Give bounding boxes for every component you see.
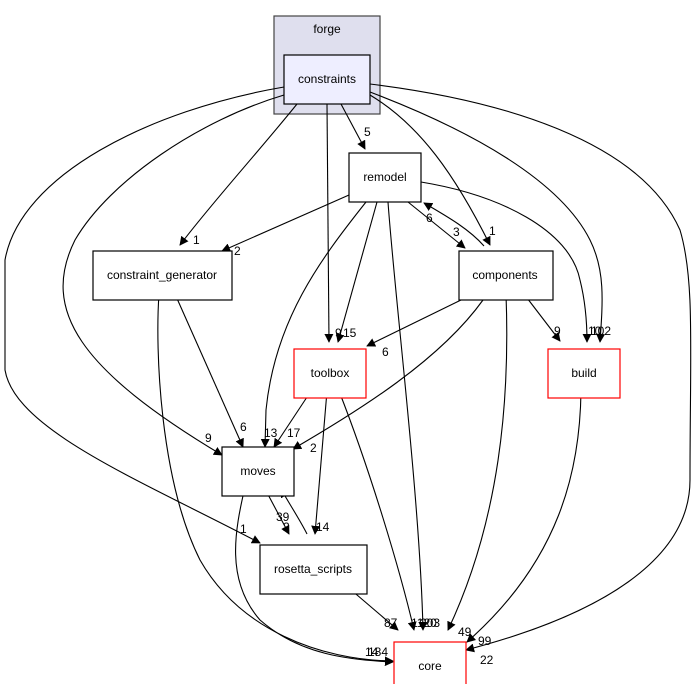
node-moves-box [221,446,295,497]
edge-constraints-rosetta_scripts [4,86,285,544]
edge-build-core [466,390,582,643]
edge-components-remodel [423,202,485,247]
edge-label-moves-rosetta_scripts[interactable]: 2 [283,520,290,534]
cluster-forge-label: forge [313,22,341,36]
edge-label-remodel-moves[interactable]: 13 [264,426,278,440]
node-constraints[interactable]: constraints [283,54,371,105]
node-constraints-box [283,54,371,105]
node-moves[interactable]: moves [221,446,295,497]
edge-label-toolbox-rosetta_scripts[interactable]: 14 [316,520,330,534]
node-components-label: components [472,268,537,282]
edge-constraints-components [369,94,491,246]
edge-label-remodel-core[interactable]: 203 [420,616,440,630]
edge-components-core [447,293,508,631]
edge-label-components-remodel[interactable]: 6 [426,211,433,225]
node-components-box [458,250,554,301]
edge-label-toolbox-core[interactable]: 1120 [411,616,437,630]
edge-label-constraints-toolbox[interactable]: 9 [335,326,342,340]
edge-label-moves-core[interactable]: 184 [368,645,388,659]
node-rosetta-scripts-label: rosetta_scripts [274,562,352,576]
edge-constraint_generator-core [157,293,394,666]
edges [4,83,692,667]
edge-remodel-build [420,181,592,343]
node-toolbox-label: toolbox [311,366,350,380]
edge-label-remodel-toolbox[interactable]: 15 [343,326,357,340]
edge-label-remodel-constraint_generator[interactable]: 2 [234,244,241,258]
edge-constraints-toolbox [324,103,334,343]
edge-label-toolbox-moves[interactable]: 17 [287,426,301,440]
edge-label-constraints-build[interactable]: 102 [591,324,611,338]
edge-label-constraints-core[interactable]: 22 [480,653,494,667]
edge-constraints-constraint_generator [179,103,298,246]
node-remodel-label: remodel [363,170,406,184]
edge-label-components-moves[interactable]: 2 [310,441,317,455]
node-build-label: build [571,366,596,380]
edge-constraints-moves [62,94,285,456]
edge-constraints-remodel [340,103,366,150]
edge-label-constraints-remodel[interactable]: 5 [364,125,371,139]
node-toolbox-box [293,348,367,399]
node-remodel-box [348,152,422,203]
node-moves-label: moves [240,464,275,478]
edge-label-constraints-constraint_generator[interactable]: 1 [193,233,200,247]
edge-label-build-core[interactable]: 99 [478,634,492,648]
edge-constraint_generator-moves [174,293,244,448]
edge-label-constraint_generator-core[interactable]: 14 [365,645,379,659]
edge-label-rosetta_scripts-core[interactable]: 87 [384,616,398,630]
edge-label-constraint_generator-moves[interactable]: 6 [240,420,247,434]
edge-labels: 5 1 1 9 102 9 1 22 2 3 15 10 13 203 6 6 … [193,125,611,667]
node-toolbox[interactable]: toolbox [293,348,367,399]
edge-remodel-toolbox [335,201,378,343]
edge-label-components-build[interactable]: 9 [554,324,561,338]
node-build[interactable]: build [547,348,621,399]
node-core[interactable]: core [393,641,467,684]
node-build-box [547,348,621,399]
edge-label-remodel-components[interactable]: 3 [453,225,460,239]
edge-label-remodel-build[interactable]: 10 [588,324,602,338]
edge-constraints-build [369,91,606,343]
edge-label-constraints-rosetta_scripts[interactable]: 1 [240,522,247,536]
node-rosetta-scripts-box [259,544,368,595]
node-rosetta-scripts[interactable]: rosetta_scripts [259,544,368,595]
edge-moves-core [235,486,394,667]
node-constraint-generator-label: constraint_generator [107,268,217,282]
node-core-box [393,641,467,684]
edge-components-moves [292,299,484,450]
edge-toolbox-core [338,390,417,631]
edge-remodel-moves [260,201,367,448]
node-core-label: core [418,659,442,673]
edge-label-rosetta_scripts-moves[interactable]: 39 [276,510,290,524]
edge-label-components-core[interactable]: 49 [458,625,472,639]
node-constraint-generator[interactable]: constraint_generator [92,250,233,301]
node-constraints-label: constraints [298,72,356,86]
edge-label-constraints-moves[interactable]: 9 [205,431,212,445]
edge-label-components-toolbox[interactable]: 6 [382,345,389,359]
edge-remodel-components [407,201,466,249]
node-components[interactable]: components [458,250,554,301]
edge-toolbox-moves [273,390,312,448]
edge-remodel-core [387,201,428,631]
edge-constraints-core [369,83,692,653]
edge-components-build [523,293,561,342]
edge-remodel-constraint_generator [221,194,350,252]
edge-components-toolbox [366,299,462,347]
edge-toolbox-rosetta_scripts [311,390,328,535]
edge-label-constraints-components[interactable]: 1 [489,224,496,238]
node-constraint-generator-box [92,250,233,301]
node-remodel[interactable]: remodel [348,152,422,203]
